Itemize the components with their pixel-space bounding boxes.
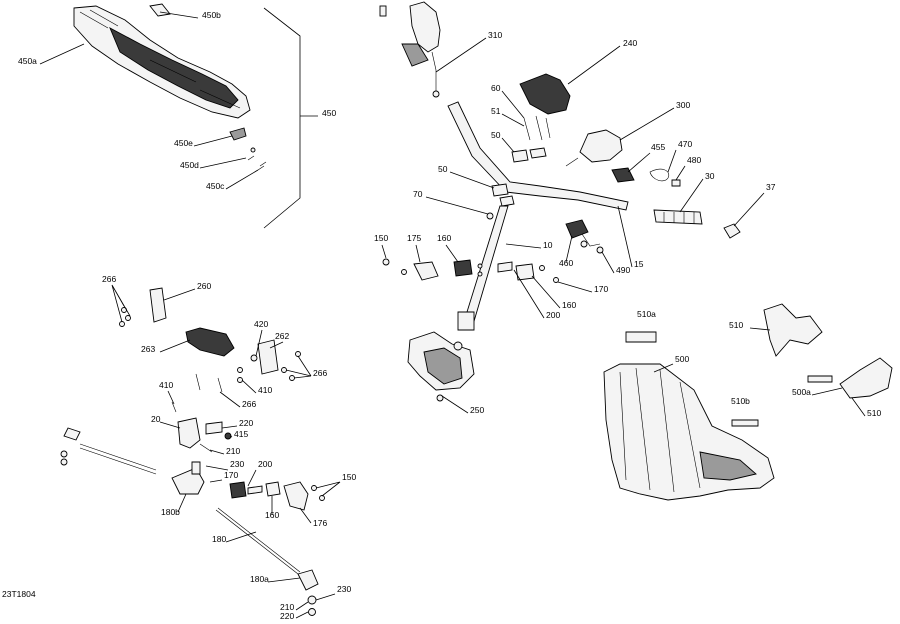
callout-label: 480 xyxy=(687,155,701,165)
callout-label: 263 xyxy=(141,344,155,354)
handguard-assembly xyxy=(73,3,267,171)
callout-label: 410 xyxy=(258,385,272,395)
callout-label: 50 xyxy=(491,130,501,140)
callout-label: 510b xyxy=(731,396,750,406)
callout-label: 510 xyxy=(867,408,881,418)
callout-label: 266 xyxy=(242,399,256,409)
callout-label: 220 xyxy=(280,611,294,621)
callout-label: 470 xyxy=(678,139,692,149)
callout-label: 37 xyxy=(766,182,776,192)
callout-label: 415 xyxy=(234,429,248,439)
callout-label: 510a xyxy=(637,309,656,319)
leader-lines xyxy=(39,11,866,619)
callout-label: 460 xyxy=(559,258,573,268)
callout-label: 160 xyxy=(437,233,451,243)
callout-label: 262 xyxy=(275,331,289,341)
callout-label: 50 xyxy=(438,164,448,174)
callout-label: 51 xyxy=(491,106,501,116)
steering-linkage xyxy=(60,287,325,616)
callout-label: 180b xyxy=(161,507,180,517)
callout-label: 150 xyxy=(374,233,388,243)
callout-label: 230 xyxy=(230,459,244,469)
callout-label: 450b xyxy=(202,10,221,20)
callout-label: 175 xyxy=(407,233,421,243)
windshield-assembly xyxy=(603,303,893,501)
callout-label: 490 xyxy=(616,265,630,275)
callout-label: 10 xyxy=(543,240,553,250)
callout-label: 180 xyxy=(212,534,226,544)
handlebar-assembly xyxy=(379,1,741,402)
callout-label: 170 xyxy=(224,470,238,480)
callout-label: 266 xyxy=(102,274,116,284)
callout-label: 210 xyxy=(280,602,294,612)
callout-label: 250 xyxy=(470,405,484,415)
callout-labels: 450b 450a 450 450e 450d 450c 310 240 60 300 51 50 47… xyxy=(18,10,881,621)
callout-label: 450 xyxy=(322,108,336,118)
callout-label: 500a xyxy=(792,387,811,397)
callout-label: 170 xyxy=(594,284,608,294)
callout-label: 180a xyxy=(250,574,269,584)
callout-label: 160 xyxy=(265,510,279,520)
callout-label: 455 xyxy=(651,142,665,152)
callout-label: 500 xyxy=(675,354,689,364)
callout-label: 160 xyxy=(562,300,576,310)
callout-label: 150 xyxy=(342,472,356,482)
callout-label: 15 xyxy=(634,259,644,269)
callout-label: 176 xyxy=(313,518,327,528)
callout-label: 450d xyxy=(180,160,199,170)
callout-label: 300 xyxy=(676,100,690,110)
callout-label: 200 xyxy=(546,310,560,320)
callout-label: 266 xyxy=(313,368,327,378)
callout-label: 310 xyxy=(488,30,502,40)
callout-label: 230 xyxy=(337,584,351,594)
callout-label: 70 xyxy=(413,189,423,199)
callout-label: 510 xyxy=(729,320,743,330)
callout-label: 20 xyxy=(151,414,161,424)
callout-label: 450a xyxy=(18,56,37,66)
drawing-id-label: 23T1804 xyxy=(2,589,36,599)
callout-label: 450c xyxy=(206,181,225,191)
callout-label: 260 xyxy=(197,281,211,291)
callout-label: 210 xyxy=(226,446,240,456)
callout-label: 420 xyxy=(254,319,268,329)
callout-label: 410 xyxy=(159,380,173,390)
callout-label: 220 xyxy=(239,418,253,428)
callout-label: 450e xyxy=(174,138,193,148)
callout-label: 200 xyxy=(258,459,272,469)
callout-label: 60 xyxy=(491,83,501,93)
callout-label: 30 xyxy=(705,171,715,181)
callout-label: 240 xyxy=(623,38,637,48)
